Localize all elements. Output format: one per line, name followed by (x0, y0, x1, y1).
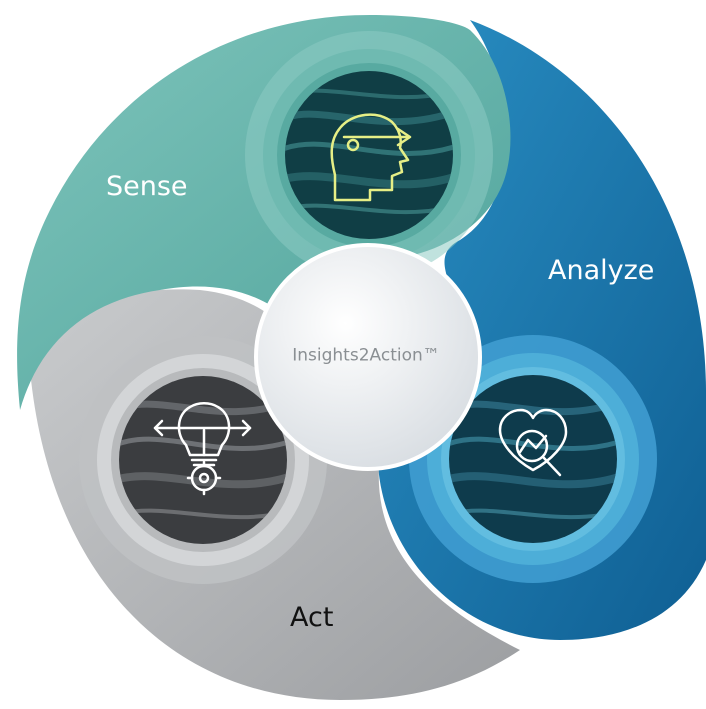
analyze-label: Analyze (548, 255, 655, 286)
lightbulb-gear-icon (153, 402, 252, 496)
center-label: Insights2Action™ (292, 345, 440, 366)
head-arrow-icon (330, 113, 412, 202)
center-hub (254, 243, 482, 471)
analyze-node (409, 335, 657, 583)
act-label: Act (290, 602, 334, 633)
sense-label: Sense (106, 171, 188, 202)
sense-node (245, 31, 493, 279)
heart-magnifier-icon (498, 408, 568, 477)
